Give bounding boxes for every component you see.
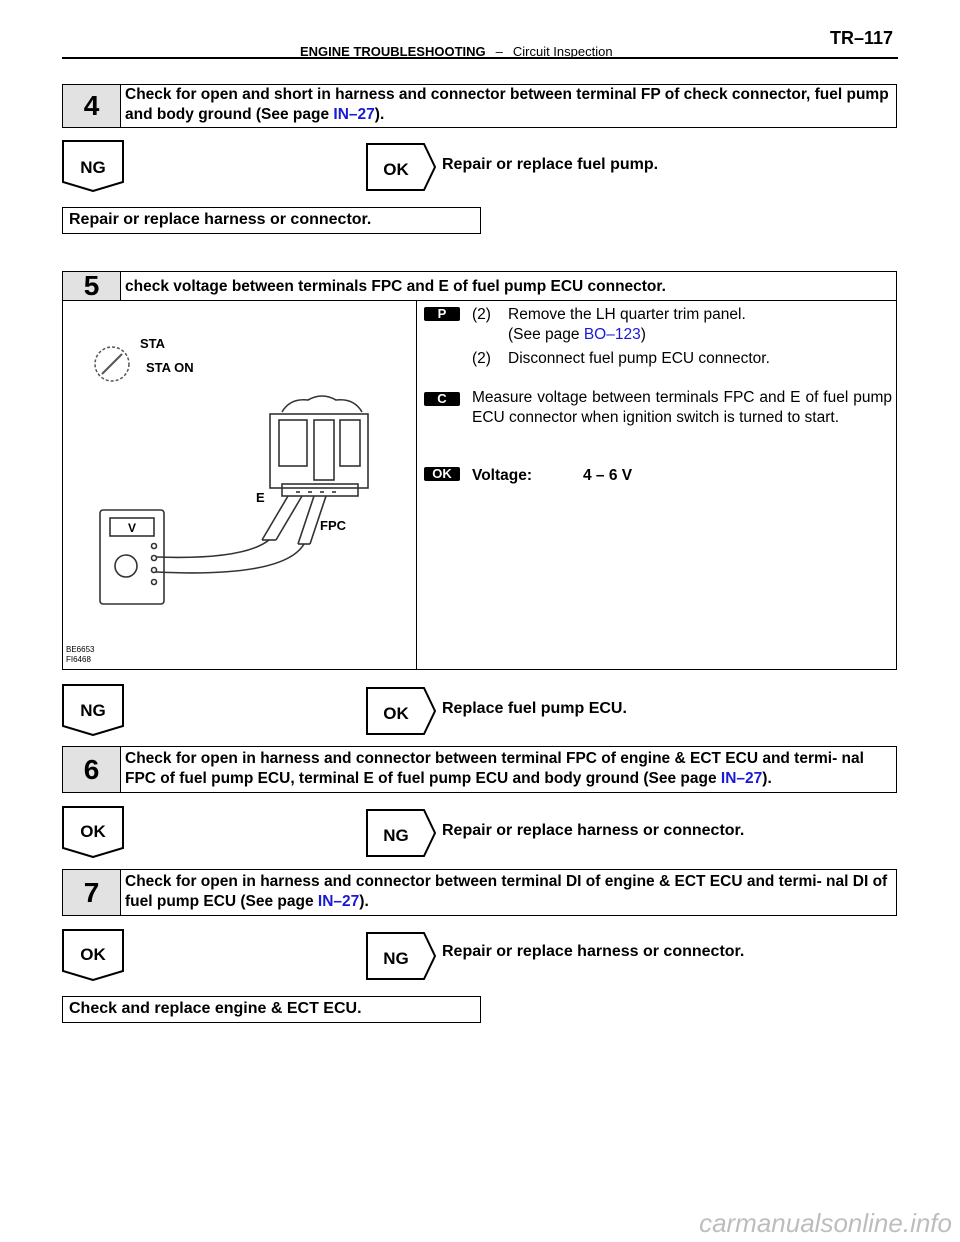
ok-result: Repair or replace fuel pump. [442,156,659,173]
ok-label: OK [80,822,106,841]
step-number: 6 [63,747,121,792]
ok-arrow-shape [366,143,436,191]
ok-badge-shape [62,806,124,858]
step-text: Check for open and short in harness and … [125,85,892,125]
header-separator: – [495,44,503,59]
page-link[interactable]: IN–27 [317,893,360,910]
ng-result: Repair or replace harness or connector. [442,943,745,960]
step-number: 4 [63,85,121,127]
step-5-panel [62,300,897,670]
panel-divider [416,300,417,670]
voltmeter-icon [99,509,165,605]
step-text: check voltage between terminals FPC and … [125,278,666,295]
figure-code-1: BE6653 [66,645,95,654]
procedure-1-see: (See page BO–123) [508,325,646,345]
check-text: Measure voltage between terminals FPC an… [472,389,892,426]
fpc-terminal-label: FPC [320,518,347,533]
voltage-value: 4 – 6 V [583,467,633,484]
step-number: 7 [63,870,121,915]
ok-result: Replace fuel pump ECU. [442,700,627,717]
voltage-label: Voltage: [472,467,532,484]
step-text-a: Check for open in harness and connector … [125,750,864,787]
ok-result-box: Check and replace engine & ECT ECU. [62,996,481,1023]
ignition-switch-icon [94,346,130,382]
ng-result: Repair or replace harness or connector. [442,822,745,839]
sta-on-label: STA ON [146,360,194,375]
step-6: 6 Check for open in harness and connecto… [62,746,897,793]
ng-arrow-shape [366,932,436,980]
ok-label: OK [383,160,409,179]
close-paren: ) [640,326,646,343]
page-link[interactable]: IN–27 [333,106,375,123]
step-5: 5 check voltage between terminals FPC an… [62,270,897,301]
procedure-1-num: (2) [472,306,491,323]
step-text: Check for open in harness and connector … [125,749,892,789]
page-number: TR–117 [830,28,894,48]
page-link[interactable]: BO–123 [583,326,641,343]
header-title: ENGINE TROUBLESHOOTING–Circuit Inspectio… [300,44,613,59]
ng-arrow-shape [366,809,436,857]
header-subsection: Circuit Inspection [512,44,613,59]
test-probes-icon [155,495,327,574]
tag-ok: OK [424,467,460,481]
ng-badge-shape [62,140,124,192]
procedure-2-text: Disconnect fuel pump ECU connector. [508,350,770,367]
tag-p: P [424,307,460,321]
step-number: 5 [63,270,121,301]
step-4: 4 Check for open and short in harness an… [62,84,897,128]
ng-result-box: Repair or replace harness or connector. [62,207,481,234]
ecu-connector-icon [269,395,369,497]
sta-label: STA [140,336,166,351]
ok-label: OK [80,945,106,964]
ng-badge-shape [62,684,124,736]
ok-badge-shape [62,929,124,981]
ng-label: NG [383,949,409,968]
page-link[interactable]: IN–27 [720,770,763,787]
voltage-measurement-diagram: STA STA ON E FPC V BE6653 FI6468 [66,336,369,664]
tag-c: C [424,392,460,406]
step-text-b: ). [762,770,772,787]
ok-arrow-shape [366,687,436,735]
step-text-a: Check for open and short in harness and … [125,86,889,123]
ng-label: NG [80,158,106,177]
see-page-text: (See page [508,326,584,343]
step-text: Check for open in harness and connector … [125,872,892,912]
procedure-2-num: (2) [472,350,491,367]
header-rule [62,57,898,59]
step-text-a: Check for open in harness and connector … [125,873,888,910]
step-text-b: ). [359,893,369,910]
ok-label: OK [383,704,409,723]
meter-label: V [128,521,136,535]
watermark: carmanualsonline.info [699,1208,952,1238]
procedure-1-text: Remove the LH quarter trim panel. [508,306,746,323]
header-section: ENGINE TROUBLESHOOTING [300,44,486,59]
e-terminal-label: E [256,490,265,505]
figure-code-2: FI6468 [66,655,91,664]
step-7: 7 Check for open in harness and connecto… [62,869,897,916]
ng-label: NG [383,826,409,845]
step-text-b: ). [374,106,385,123]
ng-label: NG [80,701,106,720]
